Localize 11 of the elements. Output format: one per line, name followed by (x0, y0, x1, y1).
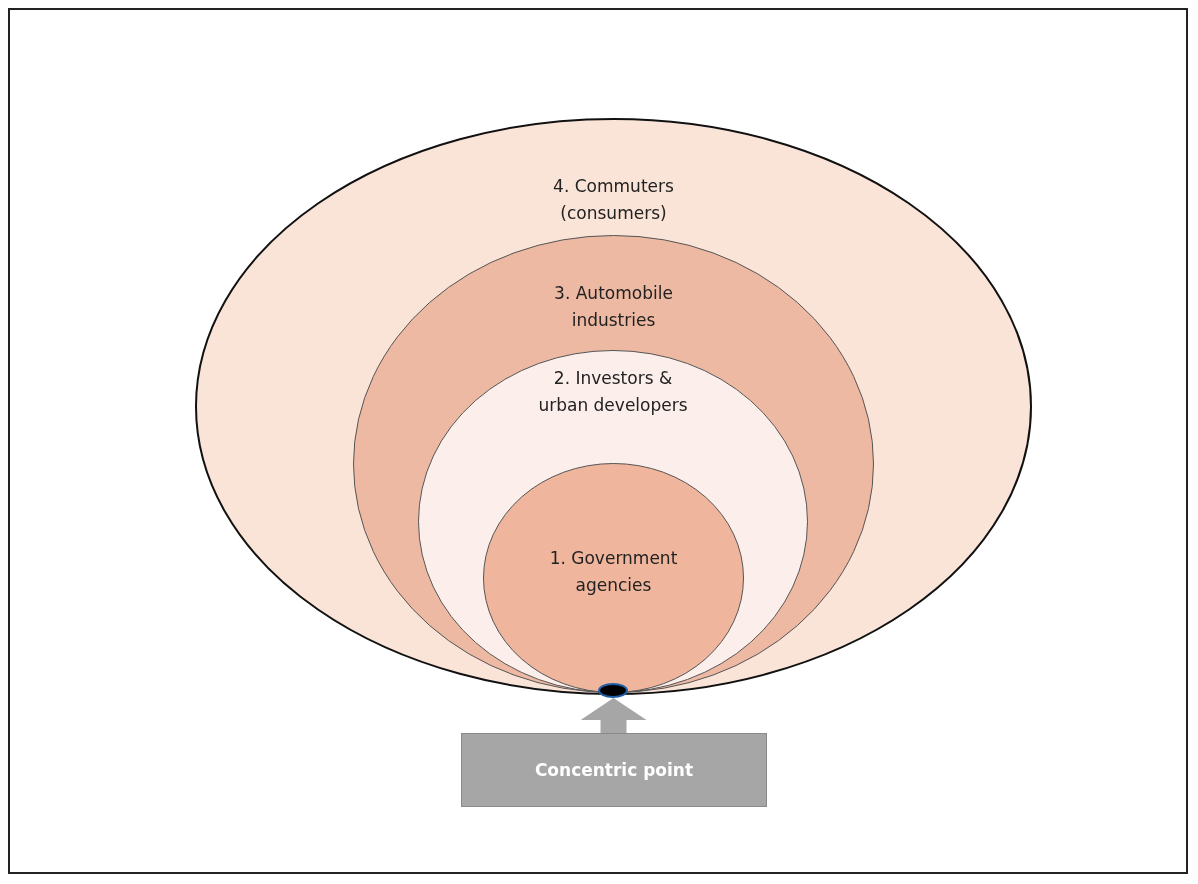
ring-label: 4. Commuters (consumers) (552, 175, 675, 225)
ring-ellipse (483, 463, 744, 693)
ring-label: 3. Automobile industries (553, 282, 674, 332)
ring-ellipse (195, 118, 1032, 695)
block-arrow (580, 698, 647, 733)
ring-ellipse (418, 350, 808, 693)
concentric-point-dot (598, 683, 628, 698)
ring-ellipse (353, 235, 874, 693)
ring-label: 1. Government agencies (548, 547, 679, 597)
ring-label: 2. Investors & urban developers (537, 367, 689, 417)
label-box: Concentric point (461, 733, 767, 807)
